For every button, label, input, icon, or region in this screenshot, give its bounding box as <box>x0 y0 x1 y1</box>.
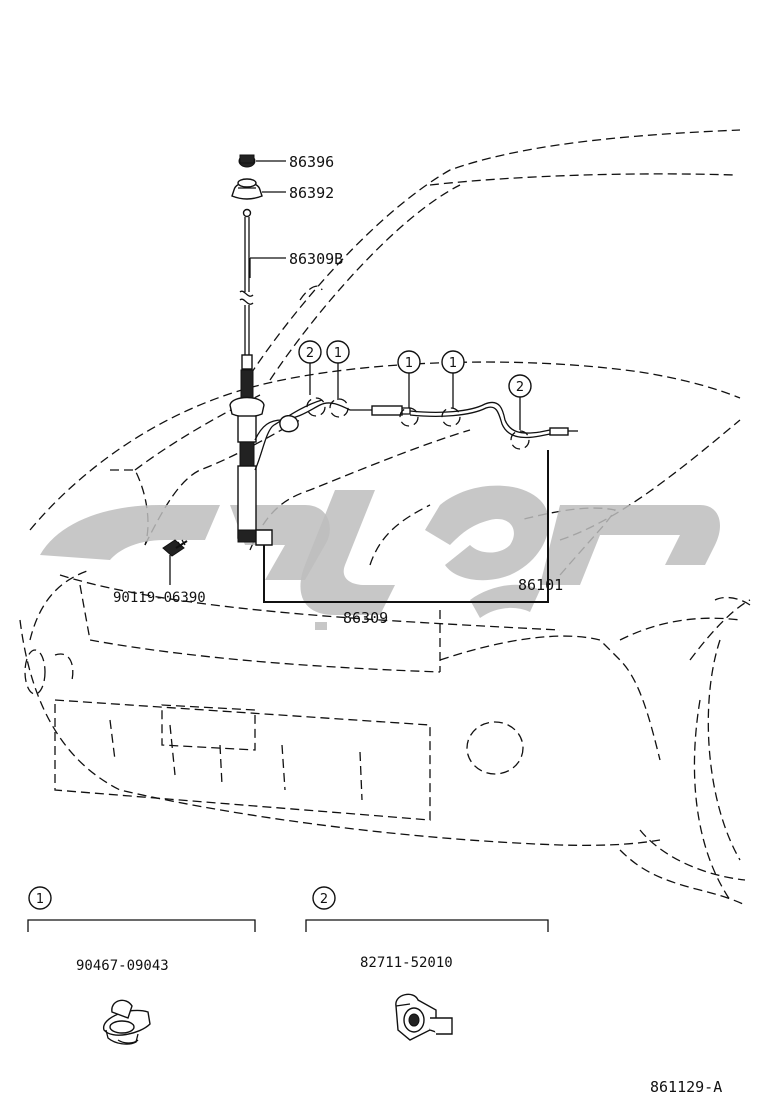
detail-1-number: 1 <box>36 892 44 907</box>
wire-clamp-drawing <box>103 999 151 1045</box>
part-label-bolt: 90119-06390 <box>113 590 206 606</box>
diagram-id: 861129-A <box>650 1078 722 1096</box>
detail-2-section: 2 82711-52010 <box>305 886 549 1041</box>
callout-2-a: 2 <box>298 340 322 364</box>
car-body-outline <box>19 129 751 906</box>
callout-2-a-number: 2 <box>306 346 314 361</box>
part-label-cap: 86396 <box>289 153 334 171</box>
part-label-cable: 86309 <box>343 609 388 627</box>
callout-2-b: 2 <box>508 374 532 398</box>
callout-1-c-number: 1 <box>449 356 457 371</box>
cable-clip-drawing <box>395 993 453 1041</box>
part-label-rod: 86309B <box>289 250 343 268</box>
antenna-base-nut <box>231 178 263 200</box>
callout-1-c: 1 <box>441 350 465 374</box>
callout-1-b: 1 <box>397 350 421 374</box>
clip-markers <box>306 397 530 450</box>
detail-2-number: 2 <box>320 892 328 907</box>
antenna-rod <box>239 208 254 370</box>
antenna-cable <box>254 399 578 471</box>
watermark <box>40 485 720 630</box>
detail-2-part-label: 82711-52010 <box>360 955 453 971</box>
detail-1-section: 1 90467-09043 <box>27 886 256 1045</box>
part-label-cord: 86101 <box>518 576 563 594</box>
callout-1-a-number: 1 <box>334 346 342 361</box>
antenna-mast-body <box>229 369 273 546</box>
leader-lines <box>169 160 549 603</box>
mounting-bolt <box>162 539 188 557</box>
antenna-cap <box>238 154 256 168</box>
detail-1-part-label: 90467-09043 <box>76 958 169 974</box>
callout-1-a: 1 <box>326 340 350 364</box>
callout-2-b-number: 2 <box>516 380 524 395</box>
callout-1-b-number: 1 <box>405 356 413 371</box>
part-label-base: 86392 <box>289 184 334 202</box>
